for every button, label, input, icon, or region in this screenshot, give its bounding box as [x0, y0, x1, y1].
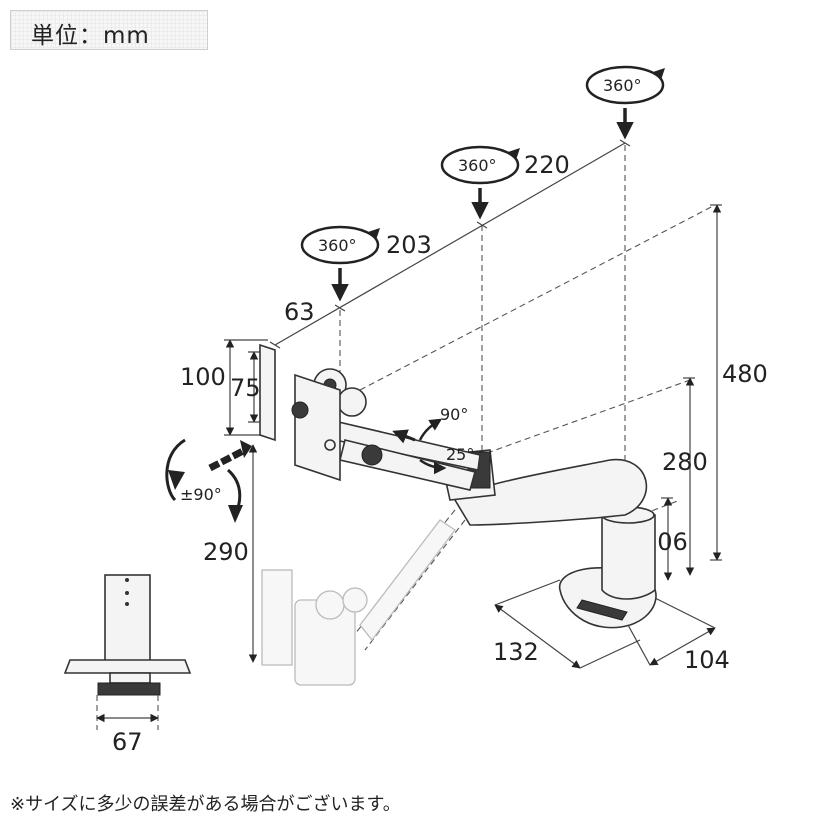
top-dimension-chain: [269, 139, 631, 349]
swivel-label-2: 360°: [458, 156, 497, 175]
dim-106-line: [661, 497, 673, 581]
rotate-90-icon: [165, 438, 243, 523]
unit-box: 単位：mm: [10, 10, 208, 50]
swivel-label-1: 360°: [318, 236, 357, 255]
arrow-right-icon: [208, 440, 252, 472]
swivel-label-3: 360°: [603, 76, 642, 95]
dim-480-line: [710, 204, 722, 561]
tilt-indicators: [392, 418, 447, 475]
rotate-360-icon: [585, 65, 665, 105]
base-dimension-lines: [494, 579, 716, 669]
guide-lines: [339, 145, 716, 651]
rotate-360-icon: [440, 145, 520, 185]
base-side-view: [63, 574, 192, 730]
tilt-down-label: 25°: [446, 445, 474, 464]
dim-203: 203: [386, 231, 432, 259]
rotate-360-icon: [300, 225, 380, 265]
monitor-arm: [259, 343, 657, 629]
dim-75: 75: [230, 374, 261, 402]
swivel-indicator-1: 360°: [300, 225, 380, 302]
swivel-indicator-2: 360°: [440, 145, 520, 220]
dim-132: 132: [493, 638, 539, 666]
dim-100-75-lines: [224, 339, 270, 436]
dim-280: 280: [662, 448, 708, 476]
unit-label: 単位：mm: [31, 23, 150, 49]
dim-63: 63: [284, 298, 315, 326]
swivel-indicator-3: 360°: [585, 65, 665, 140]
dim-100: 100: [180, 363, 226, 391]
dim-290: 290: [203, 538, 249, 566]
dim-280-line: [683, 377, 695, 576]
disclaimer-note: ※サイズに多少の誤差がある場合がございます。: [10, 794, 401, 815]
dim-480: 480: [722, 360, 768, 388]
lowered-arm-ghost: [261, 519, 456, 686]
tilt-label: 90°: [440, 405, 468, 424]
dim-104: 104: [684, 646, 730, 674]
rotate-label: ±90°: [180, 485, 222, 504]
dim-220: 220: [524, 151, 570, 179]
dim-67: 67: [112, 728, 143, 756]
